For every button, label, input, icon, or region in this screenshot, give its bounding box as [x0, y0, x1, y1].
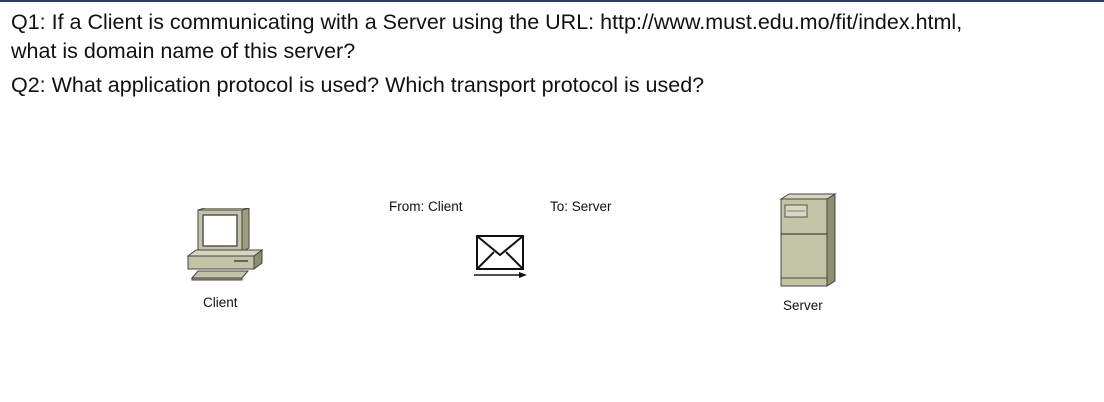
message-to-label: To: Server [550, 199, 612, 214]
server-label: Server [783, 298, 823, 313]
server-tower-icon [779, 193, 841, 294]
client-label: Client [203, 295, 238, 310]
top-rule [0, 0, 1104, 2]
envelope-icon [473, 234, 529, 285]
client-computer-icon [186, 207, 266, 289]
message-from-label: From: Client [389, 199, 463, 214]
question-1: Q1: If a Client is communicating with a … [11, 10, 963, 63]
question-2: Q2: What application protocol is used? W… [11, 73, 705, 97]
